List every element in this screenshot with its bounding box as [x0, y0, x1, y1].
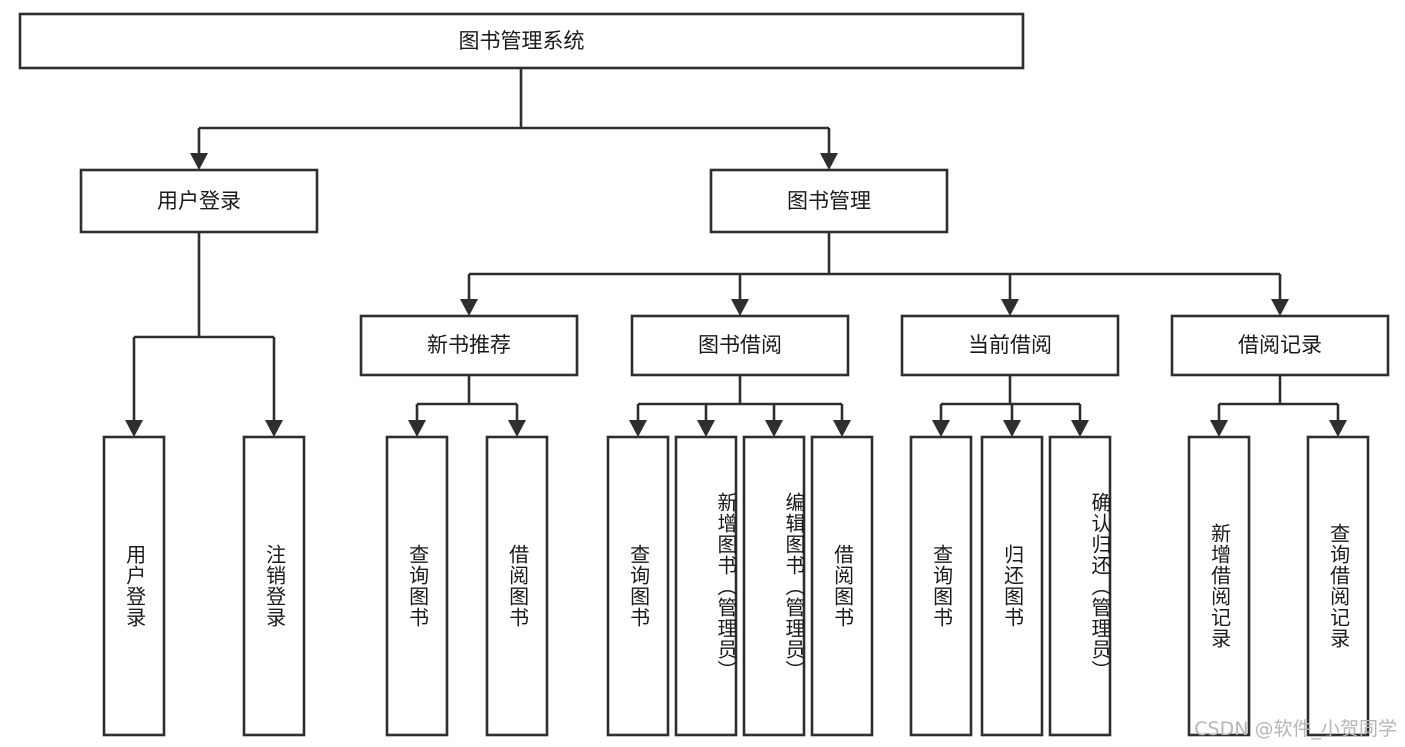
leaf-rect-user-logout[interactable]: [242, 435, 306, 737]
leaf-rect-rec-search[interactable]: [1306, 435, 1370, 737]
node-new-book-rec-label: 新书推荐: [427, 333, 511, 357]
node-borrow-record[interactable]: 借阅记录: [1170, 314, 1390, 377]
connector-newbook-to-leaves: [408, 375, 526, 437]
node-current-borrow-label: 当前借阅: [968, 333, 1052, 357]
connector-bookmanage-to-level3: [460, 232, 1289, 316]
node-layer: 图书管理系统 用户登录 图书管理 新书推荐 图书借阅 当前: [18, 12, 1390, 737]
node-user-login[interactable]: 用户登录: [79, 168, 319, 234]
node-book-manage[interactable]: 图书管理: [709, 168, 949, 234]
leaf-rect-borrow-add[interactable]: [674, 435, 738, 737]
node-user-login-label: 用户登录: [157, 189, 241, 213]
node-book-borrow-label: 图书借阅: [698, 333, 782, 357]
connector-borrowrecord-to-leaves: [1210, 375, 1347, 437]
node-root-label: 图书管理系统: [459, 29, 585, 53]
node-book-borrow[interactable]: 图书借阅: [630, 314, 850, 377]
csdn-watermark: CSDN @软件_小贺同学: [1194, 718, 1397, 740]
leaf-rect-rec-borrow[interactable]: [485, 435, 549, 737]
node-book-manage-label: 图书管理: [787, 189, 871, 213]
leaf-rect-rec-query[interactable]: [385, 435, 449, 737]
connector-bookborrow-to-leaves: [629, 375, 851, 437]
leaf-rect-cur-query[interactable]: [909, 435, 973, 737]
connector-userlogin-to-leaves: [125, 232, 283, 437]
node-current-borrow[interactable]: 当前借阅: [900, 314, 1120, 377]
connector-layer: [125, 68, 1347, 437]
connector-root-to-level2: [190, 68, 838, 170]
leaf-rect-cur-confirm[interactable]: [1048, 435, 1112, 737]
node-root[interactable]: 图书管理系统: [18, 12, 1025, 70]
leaf-rect-borrow-query[interactable]: [606, 435, 670, 737]
connector-currentborrow-to-leaves: [932, 375, 1089, 437]
leaf-rect-user-login[interactable]: [102, 435, 166, 737]
node-new-book-rec[interactable]: 新书推荐: [359, 314, 579, 377]
leaf-rect-rec-add[interactable]: [1187, 435, 1251, 737]
leaf-rect-borrow-lend[interactable]: [810, 435, 874, 737]
node-borrow-record-label: 借阅记录: [1238, 333, 1322, 357]
leaf-rect-borrow-edit[interactable]: [742, 435, 806, 737]
leaf-rect-cur-return[interactable]: [980, 435, 1044, 737]
leaf-node-rects: [102, 435, 1370, 737]
